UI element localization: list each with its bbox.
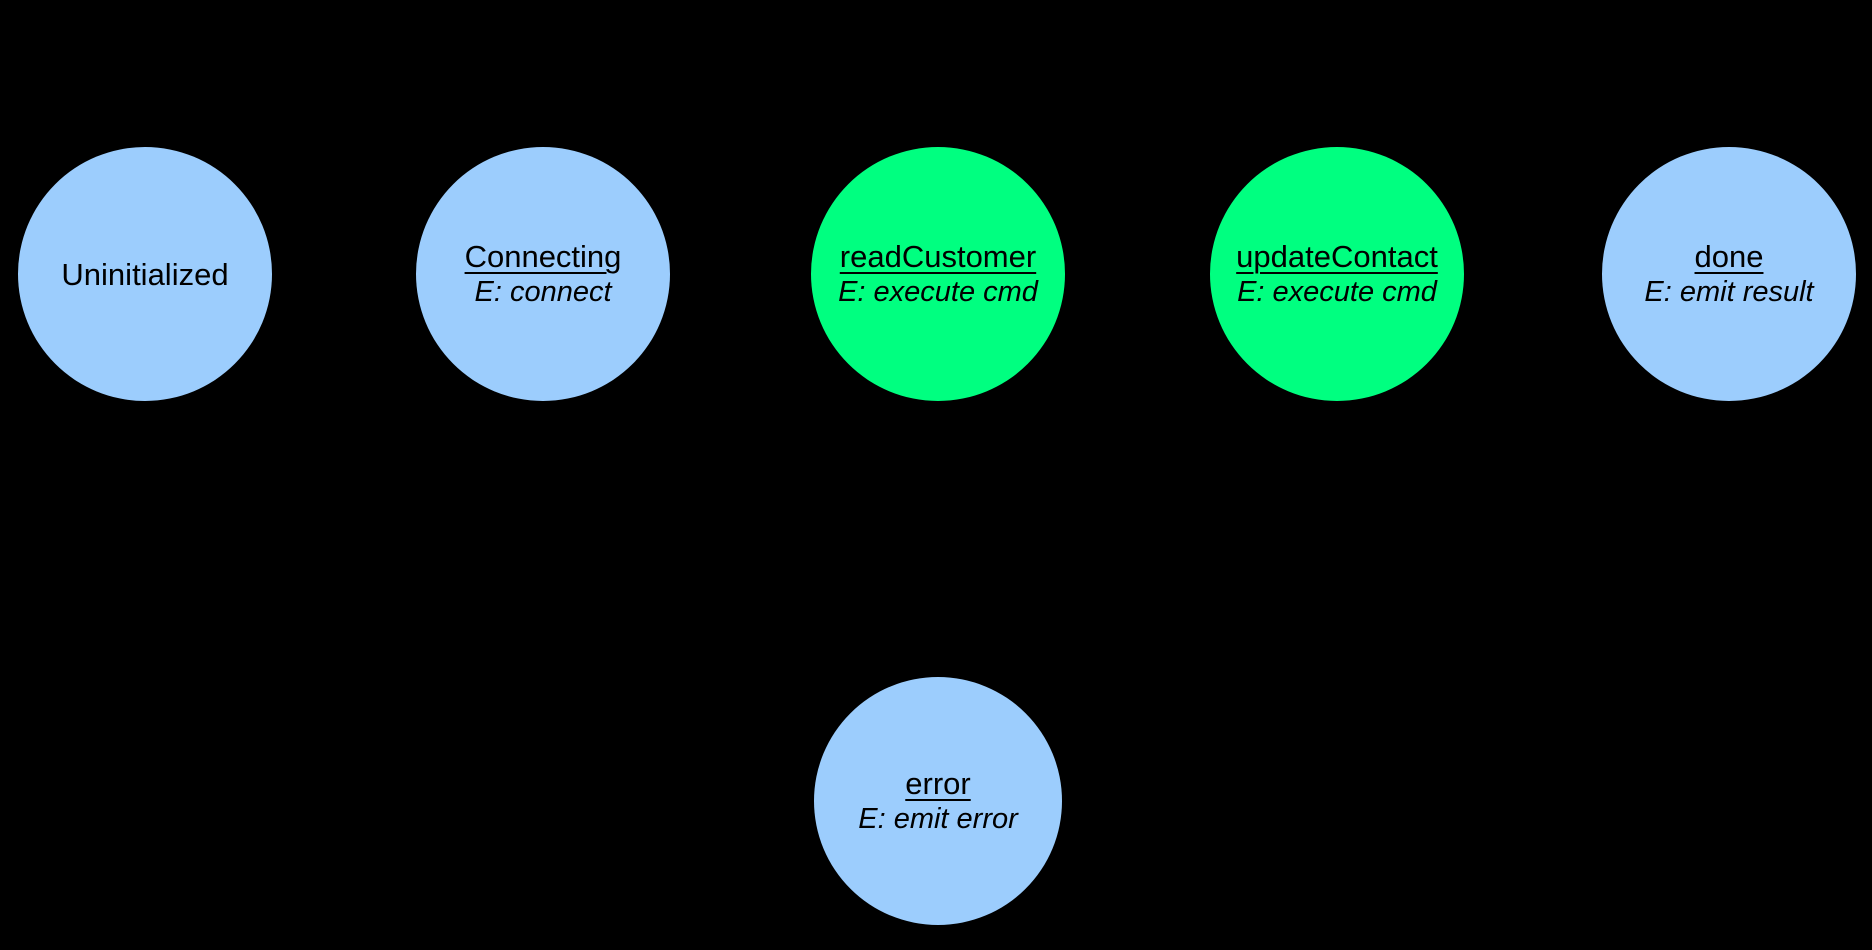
state-activity-connecting: E: connect bbox=[474, 276, 612, 308]
state-name-done: done bbox=[1694, 239, 1764, 274]
state-activity-error: E: emit error bbox=[858, 803, 1018, 835]
state-name-connecting: Connecting bbox=[464, 239, 622, 274]
state-name-uninitialized: Uninitialized bbox=[61, 256, 229, 292]
state-activity-updateContact: E: execute cmd bbox=[1237, 276, 1437, 308]
state-activity-readCustomer: E: execute cmd bbox=[838, 276, 1038, 308]
state-name-updateContact: updateContact bbox=[1236, 239, 1438, 274]
state-node-uninitialized[interactable]: Uninitialized bbox=[18, 147, 272, 401]
state-activity-done: E: emit result bbox=[1644, 276, 1814, 308]
state-name-readCustomer: readCustomer bbox=[839, 239, 1037, 274]
state-name-error: error bbox=[905, 766, 971, 801]
